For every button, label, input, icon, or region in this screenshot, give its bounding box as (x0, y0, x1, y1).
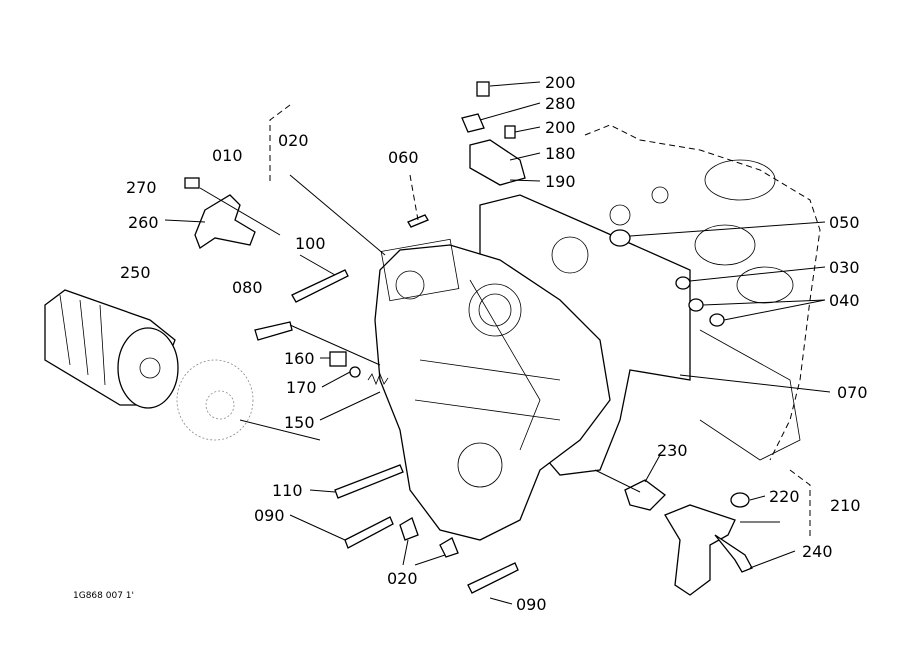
bolt-270 (184, 177, 200, 189)
label-240: 240 (802, 542, 833, 561)
label-220: 220 (769, 487, 800, 506)
relief-valve-160 (329, 351, 347, 367)
label-070: 070 (837, 383, 868, 402)
label-230: 230 (657, 441, 688, 460)
label-280: 280 (545, 94, 576, 113)
label-090: 090 (516, 595, 547, 614)
bolt-080 (254, 321, 293, 341)
bolt-090b (467, 562, 519, 594)
oil-filter-250 (44, 289, 179, 409)
label-030: 030 (829, 258, 860, 277)
filter-bracket (176, 359, 254, 441)
label-040: 040 (829, 291, 860, 310)
label-250: 250 (120, 263, 151, 282)
label-190: 190 (545, 172, 576, 191)
o-ring-050 (609, 229, 631, 247)
label-100: 100 (295, 234, 326, 253)
label-010: 010 (212, 146, 243, 165)
leader-lines (164, 81, 831, 605)
o-ring-040b (709, 313, 725, 327)
label-260: 260 (128, 213, 159, 232)
bolt-200a (476, 81, 490, 97)
label-170: 170 (286, 378, 317, 397)
label-080: 080 (232, 278, 263, 297)
label-180: 180 (545, 144, 576, 163)
plug-220 (730, 492, 750, 508)
water-flange-210 (664, 504, 736, 596)
o-ring-040a (688, 298, 704, 312)
figure-code: 1G868 007 1' (73, 591, 134, 601)
gear-case-010 (374, 244, 611, 541)
label-020: 020 (387, 569, 418, 588)
bolt-110 (334, 464, 404, 499)
label-270: 270 (126, 178, 157, 197)
label-200: 200 (545, 118, 576, 137)
bolt-100 (291, 269, 349, 303)
label-110: 110 (272, 481, 303, 500)
spring-150 (367, 372, 389, 386)
plug-020b (439, 537, 459, 558)
label-090: 090 (254, 506, 285, 525)
sensor-260 (194, 194, 256, 249)
gasket-230 (624, 479, 666, 511)
ball-170 (349, 366, 361, 378)
plug-020a (399, 517, 419, 541)
label-060: 060 (388, 148, 419, 167)
label-200: 200 (545, 73, 576, 92)
label-150: 150 (284, 413, 315, 432)
o-ring-030 (675, 276, 691, 290)
engine-block (584, 124, 821, 461)
cover-180 (469, 139, 526, 186)
label-020: 020 (278, 131, 309, 150)
bolt-240 (714, 534, 753, 573)
bolt-090a (344, 516, 394, 549)
label-160: 160 (284, 349, 315, 368)
label-050: 050 (829, 213, 860, 232)
bolt-200b (504, 125, 516, 139)
dowel-060 (407, 214, 429, 228)
label-210: 210 (830, 496, 861, 515)
clip-280 (461, 113, 485, 133)
